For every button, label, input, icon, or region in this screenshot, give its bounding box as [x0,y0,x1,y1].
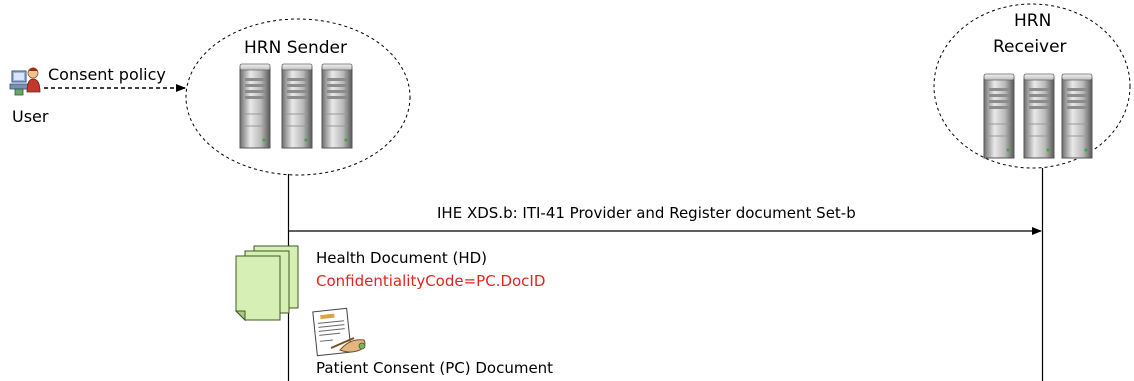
receiver-label-line1: HRN [1014,11,1052,31]
health-document-title: Health Document (HD) [316,249,488,267]
sender-dashed-ellipse [185,18,411,176]
receiver-server-icon [983,73,1093,159]
receiver-label-line2: Receiver [993,37,1067,57]
sender-label: HRN Sender [244,38,347,58]
confidentiality-code-label: ConfidentialityCode=PC.DocID [316,272,546,290]
consent-policy-label: Consent policy [48,65,166,84]
transaction-label: IHE XDS.b: ITI-41 Provider and Register … [437,204,856,222]
sender-server-icon [239,63,353,149]
patient-consent-document-icon [312,307,366,357]
user-icon [9,67,41,96]
receiver-dashed-ellipse [933,3,1131,169]
patient-consent-label: Patient Consent (PC) Document [316,359,554,377]
user-label: User [12,107,49,126]
health-document-stack-icon [234,245,299,322]
